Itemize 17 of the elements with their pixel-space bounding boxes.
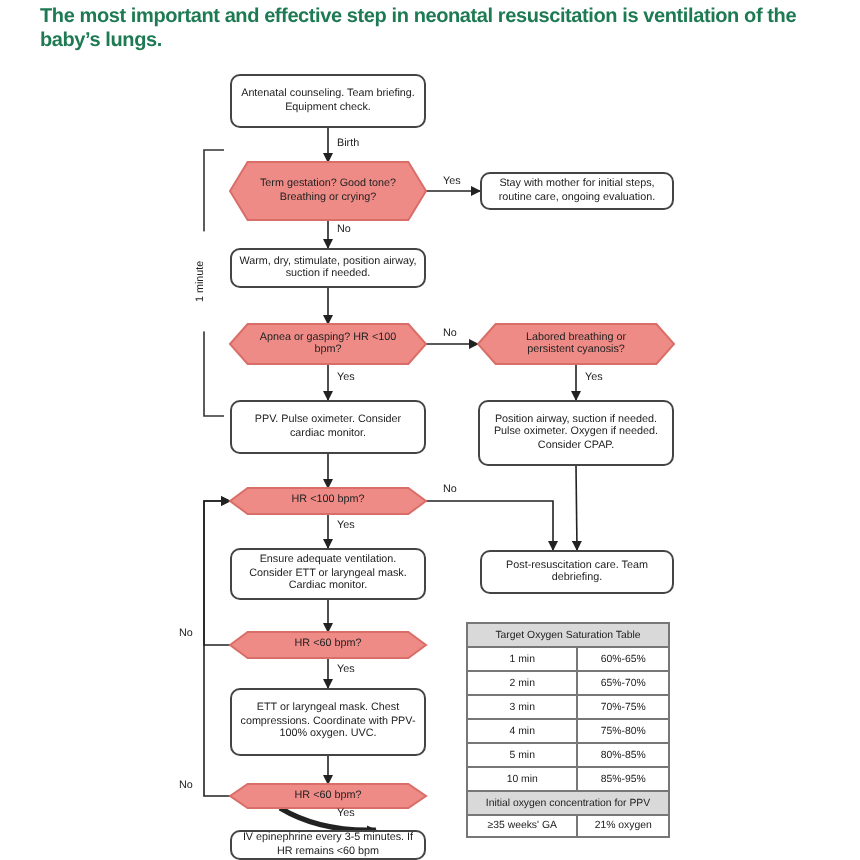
arrow (323, 363, 333, 401)
title: The most important and effective step in neonatal resuscitation is ventilation of the baby’s lungs. (40, 6, 799, 54)
arrow (323, 513, 333, 549)
arrow (323, 219, 333, 249)
arrow (323, 657, 333, 689)
arrow (425, 186, 481, 196)
arrow (323, 287, 333, 325)
arrow (323, 599, 333, 633)
arrow (323, 755, 333, 785)
arrow (278, 805, 377, 836)
arrow (323, 453, 333, 489)
arrow (571, 363, 581, 401)
arrow (425, 339, 479, 349)
arrow (571, 465, 582, 551)
arrow (203, 496, 231, 797)
arrow (425, 500, 558, 551)
arrow (323, 127, 333, 163)
